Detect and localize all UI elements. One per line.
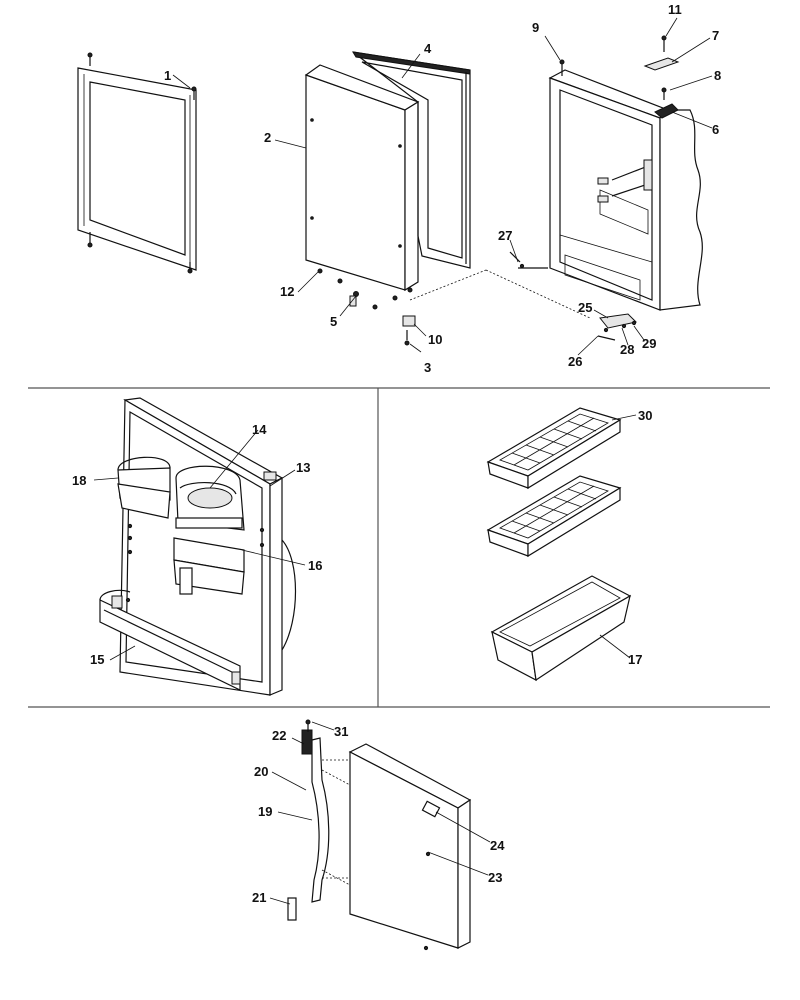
part-label-2: 2	[264, 130, 271, 145]
part-label-22: 22	[272, 728, 286, 743]
part-label-23: 23	[488, 870, 502, 885]
part-label-25: 25	[578, 300, 592, 315]
part-label-18: 18	[72, 473, 86, 488]
part-label-31: 31	[334, 724, 348, 739]
door-gasket-part	[352, 51, 471, 269]
part-label-6: 6	[712, 122, 719, 137]
freezer-door-part	[348, 743, 472, 951]
part-label-20: 20	[254, 764, 268, 779]
lower-door-shelf-part	[99, 589, 241, 691]
part-label-15: 15	[90, 652, 104, 667]
part-labels: 1 2 3 4 5 6 7 8 9 10 11 12 14 13 15 16 1…	[72, 2, 721, 905]
part-label-26: 26	[568, 354, 582, 369]
door-hardware	[317, 268, 591, 346]
leader-lines	[93, 17, 713, 905]
part-label-5: 5	[330, 314, 337, 329]
part-label-28: 28	[620, 342, 634, 357]
part-label-8: 8	[714, 68, 721, 83]
part-label-3: 3	[424, 360, 431, 375]
middle-shelf-bin-part	[173, 537, 245, 595]
ice-tray-lower-part	[486, 475, 622, 558]
part-label-13: 13	[296, 460, 310, 475]
cabinet-part	[509, 35, 703, 341]
part-label-16: 16	[308, 558, 322, 573]
door-panel-part	[304, 64, 420, 292]
part-label-9: 9	[532, 20, 539, 35]
part-label-30: 30	[638, 408, 652, 423]
door-frame-part	[77, 52, 197, 274]
part-label-12: 12	[280, 284, 294, 299]
crisper-bin-part	[490, 575, 632, 682]
butter-compartment-part	[175, 465, 245, 531]
part-label-14: 14	[252, 422, 267, 437]
part-label-19: 19	[258, 804, 272, 819]
part-label-7: 7	[712, 28, 719, 43]
ice-tray-upper-part	[486, 407, 622, 490]
door-handle-part	[287, 719, 351, 921]
part-label-11: 11	[668, 2, 682, 17]
upper-shelf-bin-part	[117, 456, 171, 519]
part-label-21: 21	[252, 890, 266, 905]
part-label-4: 4	[424, 41, 432, 56]
part-label-29: 29	[642, 336, 656, 351]
part-label-24: 24	[490, 838, 505, 853]
part-label-10: 10	[428, 332, 442, 347]
part-label-27: 27	[498, 228, 512, 243]
part-label-1: 1	[164, 68, 171, 83]
part-label-17: 17	[628, 652, 642, 667]
